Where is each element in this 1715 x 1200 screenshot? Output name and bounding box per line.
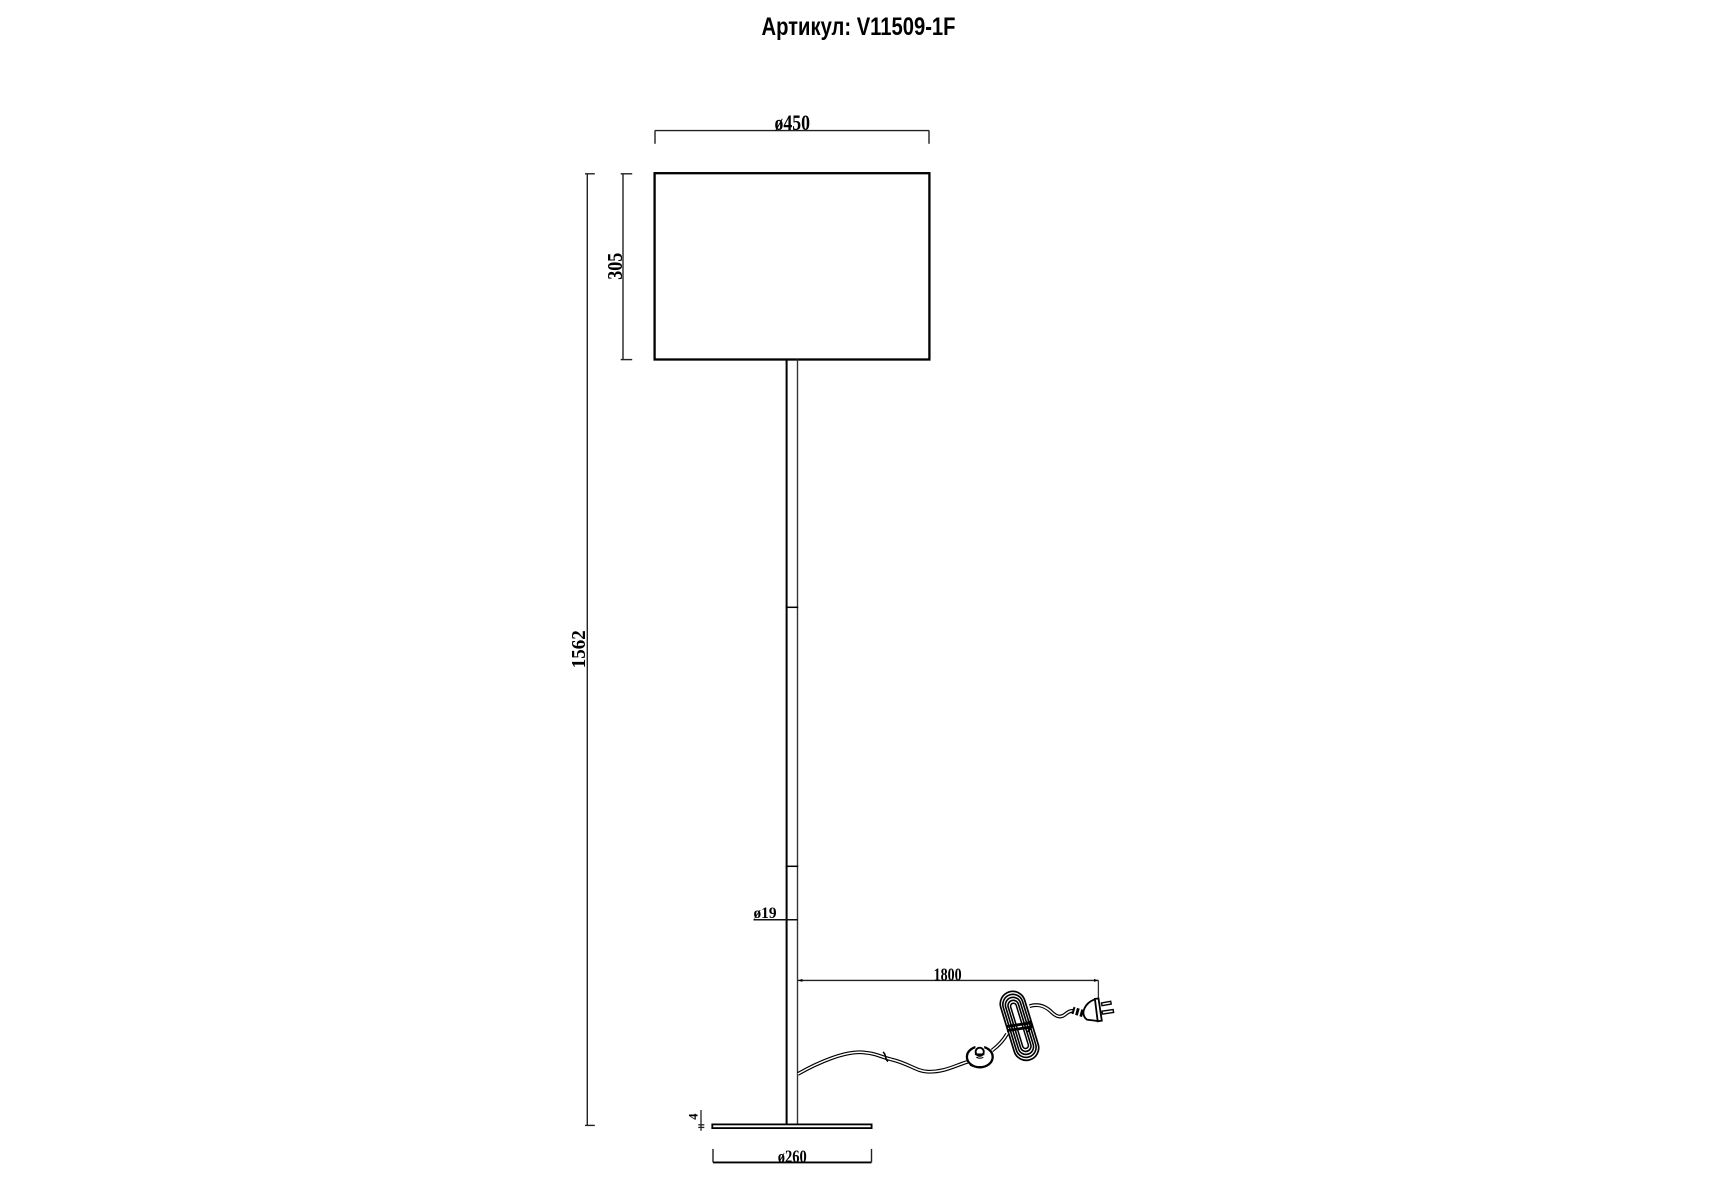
svg-text:1800: 1800 bbox=[934, 964, 962, 984]
svg-text:4: 4 bbox=[687, 1113, 701, 1120]
svg-text:1562: 1562 bbox=[568, 630, 590, 668]
svg-text:ø450: ø450 bbox=[774, 110, 810, 135]
svg-text:ø19: ø19 bbox=[754, 905, 777, 922]
svg-text:ø260: ø260 bbox=[778, 1147, 807, 1167]
svg-text:Артикул: V11509-1F: Артикул: V11509-1F bbox=[762, 13, 956, 41]
svg-text:305: 305 bbox=[603, 253, 627, 280]
